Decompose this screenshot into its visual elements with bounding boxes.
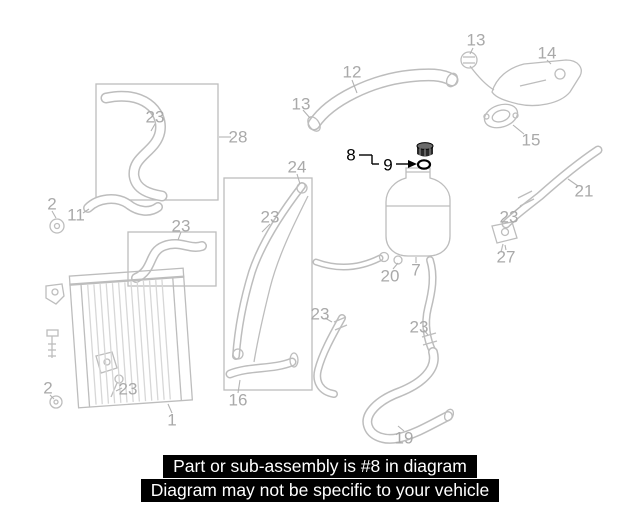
part-label-12: 12: [343, 63, 362, 82]
part-label-14: 14: [538, 44, 557, 63]
part-label-13: 13: [467, 31, 486, 50]
highlighted-part-8-9: [359, 142, 434, 170]
part-label-13: 13: [292, 95, 311, 114]
radiator-drawing: [68, 267, 194, 409]
hose-assembly-28-drawing: [95, 83, 219, 202]
banner-line-1: Part or sub-assembly is #8 in diagram: [163, 455, 477, 478]
cap-seal-9-drawing: [416, 159, 432, 170]
part-label-27: 27: [497, 248, 516, 267]
part-label-23: 23: [261, 208, 280, 227]
part-label-2: 2: [47, 195, 56, 214]
part-label-9-highlighted: 9: [383, 156, 392, 175]
vehicle-note-banner: Part or sub-assembly is #8 in diagram Di…: [0, 455, 640, 503]
part-label-7: 7: [411, 261, 420, 280]
faded-assembly-drawing: [45, 51, 603, 444]
callout-connector-8-9: [359, 154, 408, 165]
left-small-parts-drawing: [45, 218, 124, 409]
right-hose-run-drawing: [491, 145, 603, 253]
part-label-20: 20: [381, 267, 400, 286]
part-label-23: 23: [410, 318, 429, 337]
hose-box-drawing: [127, 231, 217, 287]
lower-hoses-drawing: [313, 256, 455, 444]
expansion-tank-drawing: [385, 167, 451, 265]
gasket-15-drawing: [483, 103, 519, 129]
part-label-8-highlighted: 8: [346, 146, 355, 165]
banner-line-2: Diagram may not be specific to your vehi…: [140, 479, 500, 502]
part-label-1: 1: [167, 411, 176, 430]
coolant-pipe-box-drawing: [223, 177, 313, 391]
part-label-23: 23: [311, 305, 330, 324]
part-label-21: 21: [575, 182, 594, 201]
part-label-11: 11: [67, 206, 85, 225]
callout-arrow-icon: [408, 160, 417, 168]
part-number-labels: 13 14 12 13 23 28 15 24 21 2 11 23 23 23 27 7 20 23 23 2 23 1…: [43, 31, 593, 448]
bracket-14-drawing: [491, 59, 582, 107]
grommet-13-drawing: [460, 51, 478, 69]
part-label-23: 23: [146, 108, 165, 127]
part-label-16: 16: [229, 391, 248, 410]
part-label-23: 23: [119, 380, 138, 399]
part-label-2: 2: [43, 379, 52, 398]
connector-pipe-drawing: [312, 251, 390, 271]
upper-hose-12-drawing: [307, 65, 495, 132]
reservoir-cap-8-drawing: [416, 142, 434, 157]
part-label-24: 24: [288, 158, 307, 177]
part-label-15: 15: [522, 131, 541, 150]
part-label-23: 23: [500, 208, 519, 227]
part-label-19: 19: [395, 429, 414, 448]
part-label-28: 28: [229, 128, 248, 147]
leader-lines: [49, 47, 579, 432]
part-label-23: 23: [172, 217, 191, 236]
